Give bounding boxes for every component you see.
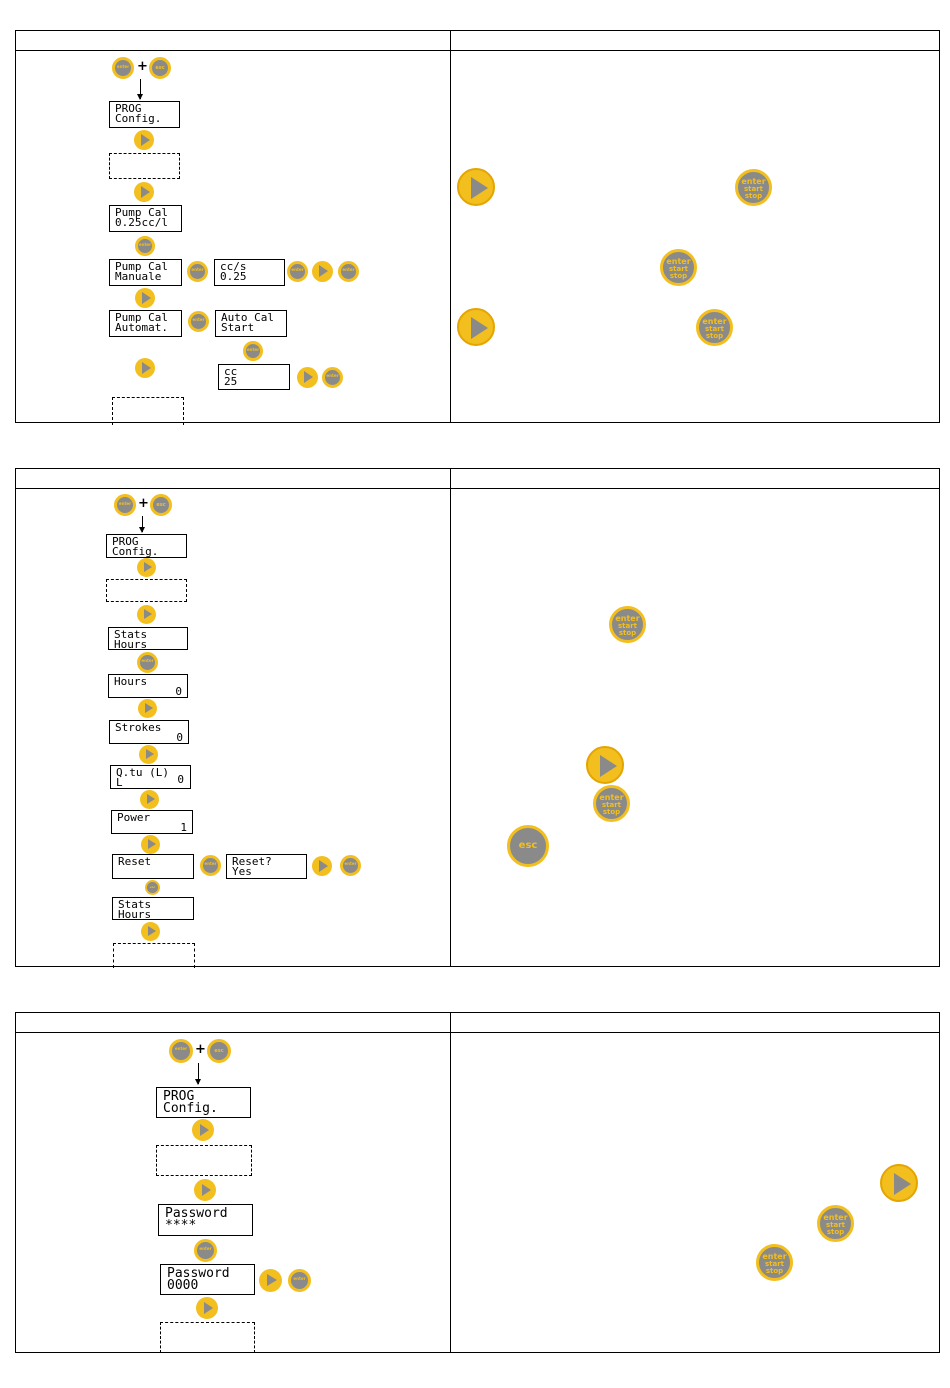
next-arrow-button-icon [141,922,160,941]
esc-button-icon: esc [507,825,549,867]
placeholder-screen [106,579,187,602]
placeholder-screen [109,153,180,179]
enter-start-button-icon: enter [288,1269,311,1292]
next-arrow-button-icon [140,790,159,809]
enter-start-button-icon: enter [340,855,361,876]
lcd-stats-hours: Stats Hours [108,627,188,650]
column-divider [450,31,451,422]
panel-header-row [16,469,939,489]
procedure-panel-pump-calibration: enter + esc PROG Config. Pump Cal 0.25cc… [15,30,940,425]
enter-start-button-icon: enter [194,1239,217,1262]
down-arrow [195,1063,201,1085]
enter-start-button-icon: enter [169,1039,193,1063]
next-arrow-button-icon [192,1119,214,1141]
placeholder-screen [113,943,195,968]
enter-start-button-icon: enter [112,57,134,79]
next-arrow-button-icon [312,856,332,876]
enter-start-button-icon: enter [135,236,155,256]
esc-button-icon: esc [207,1039,231,1063]
plus-sign: + [137,59,148,74]
procedure-panel-password: enter + esc PROG Config. Password **** e… [15,1012,940,1353]
esc-button-icon: esc [150,494,172,516]
column-divider [450,469,451,966]
enter-start-button-icon: enter [322,367,343,388]
panel-header-row [16,1013,939,1033]
lcd-prog-config: PROG Config. [156,1087,251,1118]
next-arrow-button-icon [194,1179,216,1201]
next-arrow-button-icon [880,1164,918,1202]
lcd-pump-cal-manuale: Pump Cal Manuale [109,259,182,286]
next-arrow-button-icon [135,288,155,308]
enter-start-button-icon: enter [188,311,209,332]
enter-start-button-icon: enter [137,652,158,673]
next-arrow-button-icon [586,746,624,784]
enter-start-button-icon: enter [114,494,136,516]
next-arrow-button-icon [139,745,158,764]
esc-button-icon: esc [145,880,160,895]
lcd-password-masked: Password **** [158,1204,253,1236]
placeholder-screen [156,1145,252,1176]
panel-header-row [16,31,939,51]
next-arrow-button-icon [137,605,156,624]
next-arrow-button-icon [141,835,160,854]
enter-start-button-icon: enter [200,855,221,876]
next-arrow-button-icon [135,358,155,378]
enter-start-button-icon: enter [187,261,208,282]
enter-start-button-icon: enter [287,261,308,282]
enter-start-button-icon: enter [338,261,359,282]
lcd-stats-hours: Stats Hours [112,897,194,920]
lcd-reset-confirm: Reset? Yes [226,854,307,879]
lcd-pump-cal-value: Pump Cal 0.25cc/l [109,205,182,232]
plus-sign: + [195,1042,206,1057]
down-arrow [139,516,145,533]
next-arrow-button-icon [297,367,318,388]
down-arrow [137,79,143,100]
lcd-prog-config: PROG Config. [106,534,187,558]
next-arrow-button-icon [259,1269,282,1292]
lcd-reset: Reset [112,854,194,879]
lcd-password-value: Password 0000 [160,1264,255,1295]
lcd-auto-cal-start: Auto Cal Start [215,310,287,337]
next-arrow-button-icon [137,558,156,577]
lcd-pump-cal-automat: Pump Cal Automat. [109,310,182,337]
column-divider [450,1013,451,1352]
placeholder-screen [112,397,184,425]
next-arrow-button-icon [134,130,154,150]
esc-button-icon: esc [149,57,171,79]
enter-start-button-icon: enter [243,341,263,361]
lcd-ccs-value: cc/s 0.25 [214,259,285,286]
placeholder-screen [160,1322,255,1353]
lcd-prog-config: PROG Config. [109,101,180,128]
procedure-panel-statistics: enter + esc PROG Config. Stats Hours ent… [15,468,940,968]
next-arrow-button-icon [196,1297,218,1319]
next-arrow-button-icon [134,182,154,202]
lcd-cc-value: cc 25 [218,364,290,390]
next-arrow-button-icon [138,699,157,718]
next-arrow-button-icon [457,168,495,206]
next-arrow-button-icon [457,308,495,346]
next-arrow-button-icon [312,261,333,282]
plus-sign: + [138,496,149,511]
